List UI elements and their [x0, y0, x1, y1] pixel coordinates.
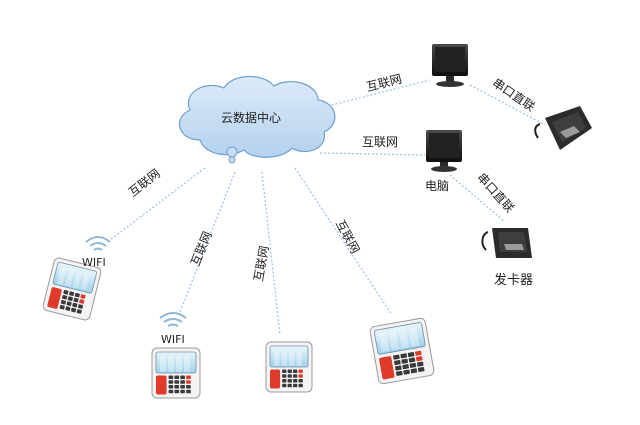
attendance-terminal-icon	[42, 257, 102, 321]
cloud-data-center	[178, 75, 336, 164]
link-computer2-reader	[449, 174, 506, 223]
terminals-group	[42, 257, 435, 399]
attendance-terminal-icon	[151, 347, 201, 399]
card-reader-icon	[534, 106, 592, 150]
connection-lines	[109, 79, 546, 336]
link-label-internet: 互联网	[362, 135, 399, 149]
link-cloud-terminal3	[261, 171, 281, 336]
card-reader-icon	[481, 228, 532, 258]
link-cloud-terminal2	[179, 171, 236, 313]
link-cloud-terminal4	[294, 167, 393, 316]
wifi-label: WIFI	[82, 256, 106, 269]
wifi-label: WIFI	[161, 333, 185, 346]
computer-monitor-icon	[432, 44, 468, 87]
wifi-icon	[85, 236, 111, 251]
link-cloud-computer1	[319, 79, 431, 109]
attendance-terminal-icon	[265, 341, 313, 393]
cloud-label: 云数据中心	[221, 111, 282, 125]
attendance-terminal-icon	[369, 317, 435, 385]
wifi-icon	[159, 312, 187, 327]
link-cloud-computer2	[319, 152, 426, 156]
computer-label: 电脑	[425, 179, 450, 193]
card-issuer-label: 发卡器	[494, 273, 534, 288]
computer-monitor-icon	[426, 130, 462, 172]
